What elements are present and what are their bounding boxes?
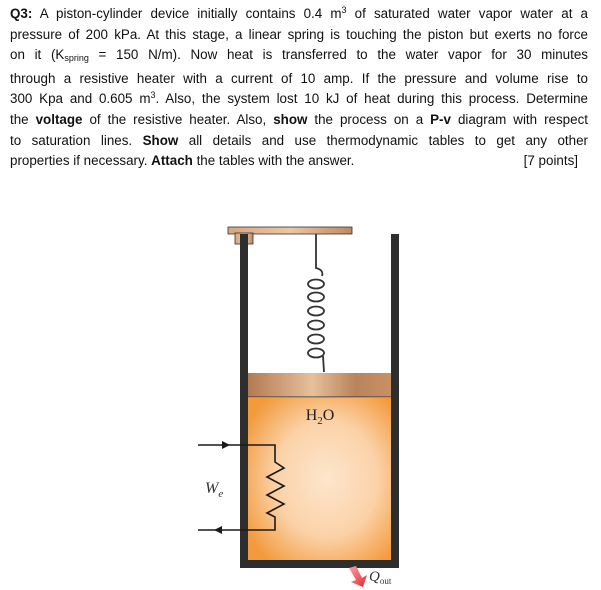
piston <box>248 373 391 397</box>
points-label: [7 points] <box>523 153 578 169</box>
cylinder-walls <box>240 234 399 568</box>
question-line-2: pressure of 200 kPa. At this stage, a li… <box>10 26 588 42</box>
question-text: Q3: A piston-cylinder device initially c… <box>10 4 588 172</box>
question-label: Q3: <box>10 6 33 21</box>
current-arrow-in-icon <box>222 441 230 449</box>
question-line-8: properties if necessary. Attach the tabl… <box>10 151 588 172</box>
question-line-3: on it (Kspring = 150 N/m). Now heat is t… <box>10 47 588 64</box>
spring-icon <box>307 234 325 373</box>
question-line-6: the voltage of the resistive heater. Als… <box>10 111 588 127</box>
question-line-1: Q3: A piston-cylinder device initially c… <box>10 5 588 22</box>
substance-label: H2O <box>306 407 335 427</box>
resistive-heater-icon <box>198 444 286 531</box>
electrical-work-label: We <box>205 480 223 500</box>
question-line-4: through a resistive heater with a curren… <box>10 70 588 86</box>
heat-out-label: Qout <box>369 569 392 586</box>
question-line-5: 300 Kpa and 0.605 m3. Also, the system l… <box>10 90 588 107</box>
current-arrow-out-icon <box>214 526 222 534</box>
heat-out-arrow-icon <box>349 566 367 587</box>
question-line-7: to saturation lines. Show all details an… <box>10 132 588 148</box>
